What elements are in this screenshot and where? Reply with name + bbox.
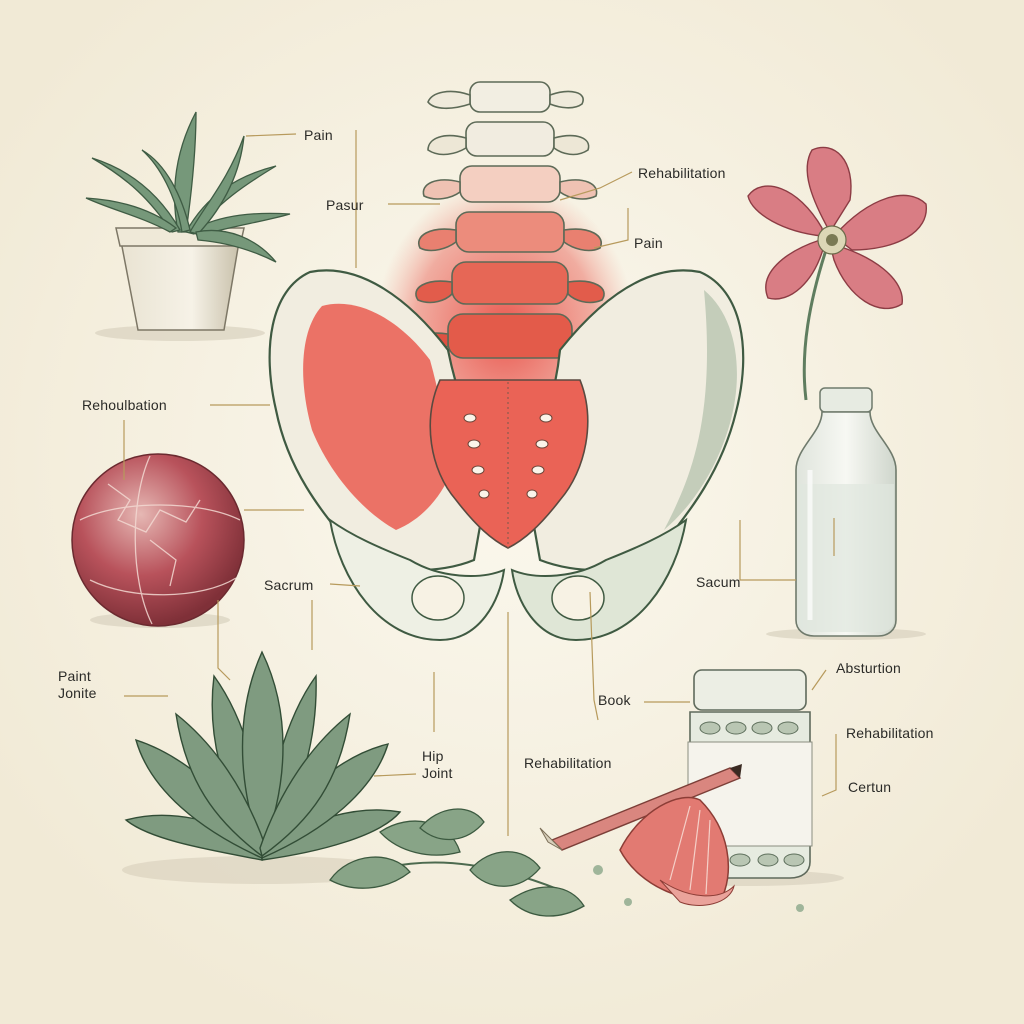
grapefruit-slice-icon [593,796,804,912]
label-rehoulbation: Rehoulbation [82,397,167,413]
label-rehabilitation-center: Rehabilitation [524,755,612,771]
flower-icon [747,146,927,401]
label-hip-joint: Hip Joint [422,748,453,781]
label-pain-right: Pain [634,235,663,251]
leader-lines [123,130,837,836]
water-bottle-icon [766,387,926,640]
succulent-icon [122,650,402,884]
label-paint-jonite: Paint Jonite [58,668,97,701]
pencil-icon [539,764,742,851]
label-rehabilitation-top: Rehabilitation [638,165,726,181]
label-pain-top: Pain [304,127,333,143]
potted-plant-icon [85,111,291,341]
spine-pelvis-illustration [268,81,745,642]
label-book: Book [598,692,631,708]
vertebra-2 [427,121,590,157]
vertebra-5 [415,261,605,305]
label-sacrum-left: Sacrum [264,577,314,593]
label-absturtion: Absturtion [836,660,902,676]
ball-icon [71,453,245,628]
label-rehabilitation-right: Rehabilitation [846,725,934,741]
label-certun: Certun [848,779,892,795]
label-sacrum-right: Sacum [696,574,741,590]
label-pasur: Pasur [326,197,364,213]
vertebra-3 [422,165,598,203]
vertebra-4 [417,211,603,253]
leaves-icon [329,808,585,917]
vertebra-1 [427,81,584,113]
